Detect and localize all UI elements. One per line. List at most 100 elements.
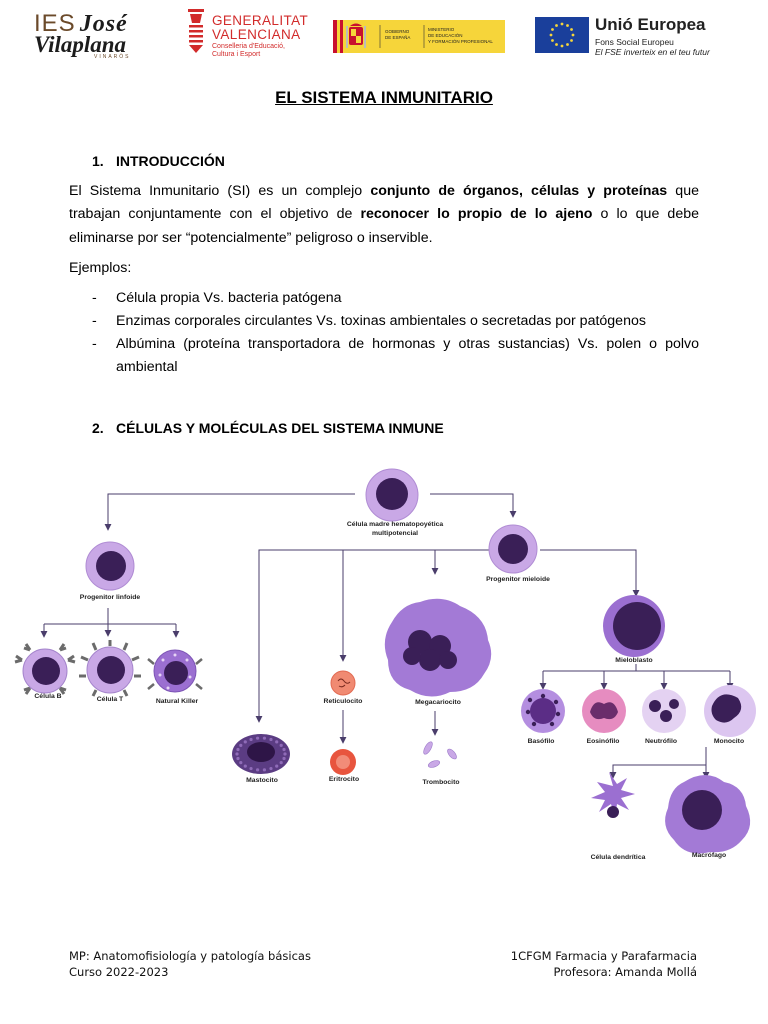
granule-icon (553, 699, 559, 705)
eu-star-icon (555, 24, 558, 27)
document-title: EL SISTEMA INMUNITARIO (275, 88, 493, 107)
stem-cell-icon (365, 468, 419, 522)
gva-line1: GENERALITAT (212, 13, 309, 28)
granule-icon (255, 768, 260, 772)
granule-icon (527, 697, 533, 703)
granule-icon (525, 709, 531, 715)
section1-heading: 1. INTRODUCCIÓN (92, 153, 225, 169)
eu-line1: Fons Social Europeu (595, 37, 674, 47)
min-line1: MINISTERIO (428, 27, 455, 32)
reticulocyte-label: Reticulocito (324, 698, 363, 705)
mastocyte-icon (232, 734, 290, 774)
intro-text-d: reconocer lo propio de lo ajeno (360, 206, 593, 223)
intro-text-a: El Sistema Inmunitario (SI) es un comple… (69, 183, 371, 199)
bullet-text: Enzimas corporales circulantes Vs. toxin… (116, 313, 646, 329)
lymphoid-progenitor-label: Progenitor linfoide (80, 594, 141, 601)
granule-icon (549, 721, 555, 727)
monocyte-icon (704, 685, 756, 737)
t-cell-icon (79, 640, 141, 697)
school-logo-name2: Vilaplana (34, 32, 127, 57)
b-cell-icon (14, 643, 76, 695)
basophil-icon (521, 689, 565, 733)
footer-program: 1CFGM Farmacia y Parafarmacia (510, 949, 697, 963)
granule-icon (269, 766, 273, 771)
generalitat-emblem-icon (188, 9, 204, 53)
connector-lines (40, 493, 734, 779)
granule-icon (235, 752, 239, 756)
section1-number: 1. (92, 153, 104, 169)
spain-coat-of-arms-icon (346, 23, 366, 48)
dendritic-cell-label: Célula dendrítica (591, 854, 646, 861)
granule-icon (282, 747, 286, 752)
hematopoiesis-diagram: Célula madre hematopoyética multipotenci… (14, 468, 756, 861)
myeloblast-icon (603, 595, 665, 657)
bullet-dash: - (92, 290, 97, 306)
school-logo-name1: José (79, 11, 128, 37)
granule-icon (279, 743, 283, 747)
gob-line2: DE ESPAÑA (385, 34, 410, 40)
granule-icon (531, 721, 537, 727)
intro-paragraph: El Sistema Inmunitario (SI) es un comple… (69, 180, 699, 250)
natural-killer-cell-icon (147, 649, 203, 693)
eu-star-icon (551, 28, 554, 31)
lymphoid-progenitor-icon (85, 541, 135, 591)
bullet-text: Albúmina (proteína transportadora de hor… (116, 336, 699, 375)
eu-line2: El FSE inverteix en el teu futur (595, 47, 710, 57)
section1-title: INTRODUCCIÓN (116, 153, 225, 169)
t-cell-label: Célula T (97, 696, 124, 703)
eu-star-icon (566, 24, 569, 27)
b-cell-label: Célula B (34, 693, 61, 700)
bullet-dash: - (92, 336, 97, 352)
gobierno-espana-logo: GOBIERNO DE ESPAÑA MINISTERIO DE EDUCACI… (333, 20, 505, 53)
bullet-text: Célula propia Vs. bacteria patógena (116, 290, 342, 306)
monocyte-label: Monocito (714, 738, 744, 745)
eu-star-icon (551, 39, 554, 42)
section2-heading: 2.CÉLULAS Y MOLÉCULAS DEL SISTEMA INMUNE (92, 420, 444, 436)
granule-icon (243, 740, 247, 744)
granule-icon (239, 761, 243, 765)
intro-text-e: o lo que debe eliminarse por ser “potenc… (69, 206, 699, 246)
eu-star-icon (555, 43, 558, 46)
eu-star-icon (566, 43, 569, 46)
granule-icon (282, 756, 286, 761)
eu-star-icon (570, 28, 573, 31)
intro-text-b: conjunto de órganos, células y proteínas (370, 183, 668, 199)
granule-icon (236, 747, 240, 752)
granule-icon (243, 764, 247, 768)
eu-flag-icon (535, 17, 589, 53)
eosinophil-icon (582, 689, 626, 733)
macrophage-icon (665, 775, 751, 854)
neutrophil-label: Neutrófilo (645, 738, 677, 745)
dendritic-cell-icon (591, 772, 635, 818)
stem-cell-label-1: Célula madre hematopoyética (347, 521, 444, 528)
granule-icon (262, 736, 267, 740)
school-logo-place: VINARÒS (94, 54, 131, 60)
footer-left: MP: Anatomofisiología y patología básica… (69, 948, 311, 980)
eu-star-icon (560, 44, 564, 48)
granule-icon (279, 761, 283, 765)
min-line2: DE EDUCACIÓN (428, 32, 463, 38)
intro-text-c: que trabajan conjuntamente con el objeti… (69, 183, 699, 223)
macrophage-label: Macrófago (692, 852, 726, 859)
stem-cell-label-2: multipotencial (372, 530, 418, 537)
erythrocyte-label: Eritrocito (329, 776, 359, 783)
gva-line2: VALENCIANA (212, 27, 301, 42)
footer-teacher: Profesora: Amanda Mollá (553, 965, 697, 979)
gva-line4: Cultura i Esport (212, 51, 261, 58)
granule-icon (236, 756, 240, 761)
bullet-dash: - (92, 313, 97, 329)
granule-icon (283, 752, 287, 756)
granule-icon (275, 740, 279, 744)
thrombocyte-icon (423, 741, 457, 768)
gva-line3: Conselleria d'Educació, (212, 43, 285, 50)
examples-label: Ejemplos: (69, 260, 132, 276)
granule-icon (269, 737, 273, 742)
min-line3: Y FORMACIÓN PROFESIONAL (428, 38, 493, 44)
gob-line1: GOBIERNO (385, 29, 410, 34)
footer-subject: MP: Anatomofisiología y patología básica… (69, 949, 311, 963)
mastocyte-label: Mastocito (246, 777, 278, 784)
granule-icon (275, 764, 279, 768)
myeloblast-label: Mieloblasto (615, 657, 652, 664)
